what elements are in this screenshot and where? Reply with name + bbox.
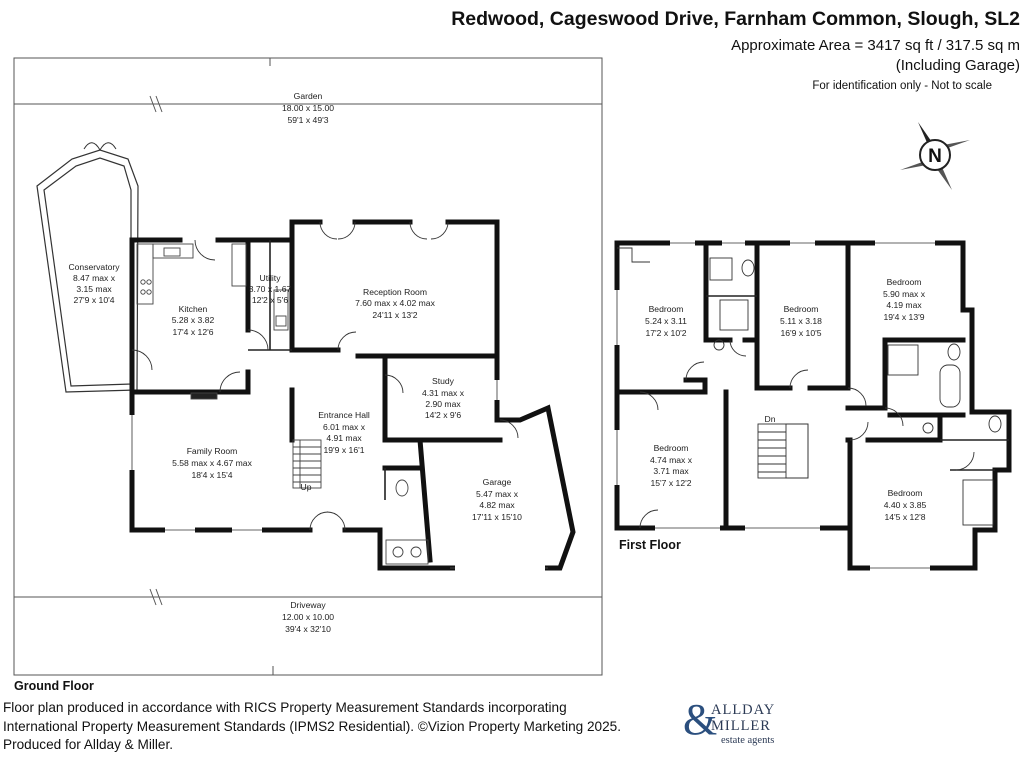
driveway-metric: 12.00 x 10.00 [282, 612, 334, 622]
conservatory-metric2: 3.15 max [76, 284, 112, 294]
study-metric2: 2.90 max [425, 399, 461, 409]
reception-metric: 7.60 max x 4.02 max [355, 298, 435, 308]
logo-ampersand: & [683, 695, 718, 744]
study-name: Study [432, 376, 455, 386]
bedroom2-metric: 5.11 x 3.18 [780, 316, 822, 326]
ground-floor-label: Ground Floor [14, 679, 94, 693]
conservatory-imperial: 27'9 x 10'4 [73, 295, 114, 305]
driveway-name: Driveway [290, 600, 326, 610]
hall-imperial: 19'9 x 16'1 [323, 445, 364, 455]
approximate-area: Approximate Area = 3417 sq ft / 317.5 sq… [731, 37, 1020, 54]
hall-name: Entrance Hall [318, 410, 370, 420]
study-metric1: 4.31 max x [422, 388, 465, 398]
bedroom5-name: Bedroom [888, 488, 923, 498]
bedroom4-metric2: 3.71 max [653, 466, 689, 476]
bedroom3-imperial: 19'4 x 13'9 [883, 312, 924, 322]
allday-miller-logo: & ALLDAY MILLER estate agents [683, 695, 808, 751]
reception-name: Reception Room [363, 287, 427, 297]
bedroom3-metric1: 5.90 max x [883, 289, 926, 299]
bedroom1-metric: 5.24 x 3.11 [645, 316, 687, 326]
conservatory-metric1: 8.47 max x [73, 273, 116, 283]
footer-line-3: Produced for Allday & Miller. [3, 737, 174, 752]
hall-metric1: 6.01 max x [323, 422, 366, 432]
logo-estate-agents: estate agents [721, 735, 775, 746]
garage-metric1: 5.47 max x [476, 489, 519, 499]
footer-disclaimer: Floor plan produced in accordance with R… [3, 699, 683, 755]
family-imperial: 18'4 x 15'4 [191, 470, 232, 480]
bedroom1-name: Bedroom [649, 304, 684, 314]
bedroom5-metric: 4.40 x 3.85 [884, 500, 927, 510]
reception-imperial: 24'11 x 13'2 [372, 310, 417, 320]
bedroom2-name: Bedroom [784, 304, 819, 314]
hall-metric2: 4.91 max [326, 433, 362, 443]
garage-name: Garage [483, 477, 512, 487]
compass-north-icon: N [900, 122, 970, 190]
bedroom3-metric2: 4.19 max [886, 300, 922, 310]
kitchen-imperial: 17'4 x 12'6 [172, 327, 213, 337]
driveway-imperial: 39'4 x 32'10 [285, 624, 331, 634]
conservatory-name: Conservatory [68, 262, 120, 272]
property-address-title: Redwood, Cageswood Drive, Farnham Common… [451, 8, 1020, 30]
logo-miller: MILLER [711, 718, 771, 734]
utility-imperial: 12'2 x 5'6 [252, 295, 288, 305]
footer-line-2: International Property Measurement Stand… [3, 718, 622, 734]
bedroom1-imperial: 17'2 x 10'2 [645, 328, 686, 338]
compass-letter: N [928, 146, 942, 167]
footer-line-1: Floor plan produced in accordance with R… [3, 700, 567, 715]
stairs-down-label: Dn [765, 414, 776, 424]
utility-name: Utility [259, 273, 281, 283]
bedroom5-imperial: 14'5 x 12'8 [884, 512, 925, 522]
bedroom4-name: Bedroom [654, 443, 689, 453]
bedroom4-imperial: 15'7 x 12'2 [650, 478, 691, 488]
scale-disclaimer: For identification only - Not to scale [812, 80, 992, 92]
family-metric: 5.58 max x 4.67 max [172, 458, 252, 468]
kitchen-metric: 5.28 x 3.82 [172, 315, 215, 325]
garden-imperial: 59'1 x 49'3 [287, 115, 328, 125]
garden-name: Garden [294, 91, 323, 101]
first-floor-label: First Floor [619, 538, 681, 552]
garage-imperial: 17'11 x 15'10 [472, 512, 522, 522]
garden-metric: 18.00 x 15.00 [282, 103, 334, 113]
bedroom2-imperial: 16'9 x 10'5 [780, 328, 821, 338]
stairs-up-label: Up [301, 482, 312, 492]
area-including-note: (Including Garage) [895, 57, 1020, 74]
utility-metric: 3.70 x 1.67 [249, 284, 292, 294]
study-imperial: 14'2 x 9'6 [425, 410, 461, 420]
family-name: Family Room [187, 446, 238, 456]
garage-metric2: 4.82 max [479, 500, 515, 510]
kitchen-name: Kitchen [179, 304, 208, 314]
bedroom4-metric1: 4.74 max x [650, 455, 693, 465]
bedroom3-name: Bedroom [887, 277, 922, 287]
logo-allday: ALLDAY [711, 702, 776, 718]
